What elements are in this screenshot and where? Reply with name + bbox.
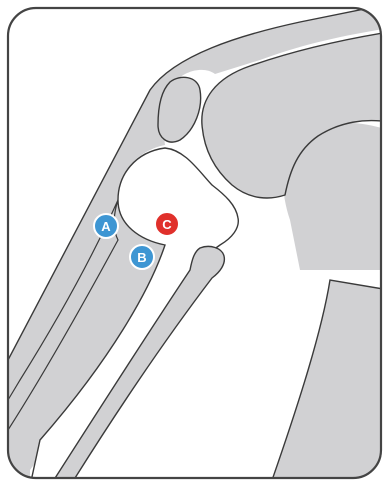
marker-c-label: C (162, 217, 172, 232)
marker-a-label: A (101, 219, 111, 234)
marker-c[interactable]: C (155, 212, 179, 236)
marker-b[interactable]: B (130, 245, 154, 269)
marker-a[interactable]: A (94, 214, 118, 238)
marker-b-label: B (137, 250, 146, 265)
